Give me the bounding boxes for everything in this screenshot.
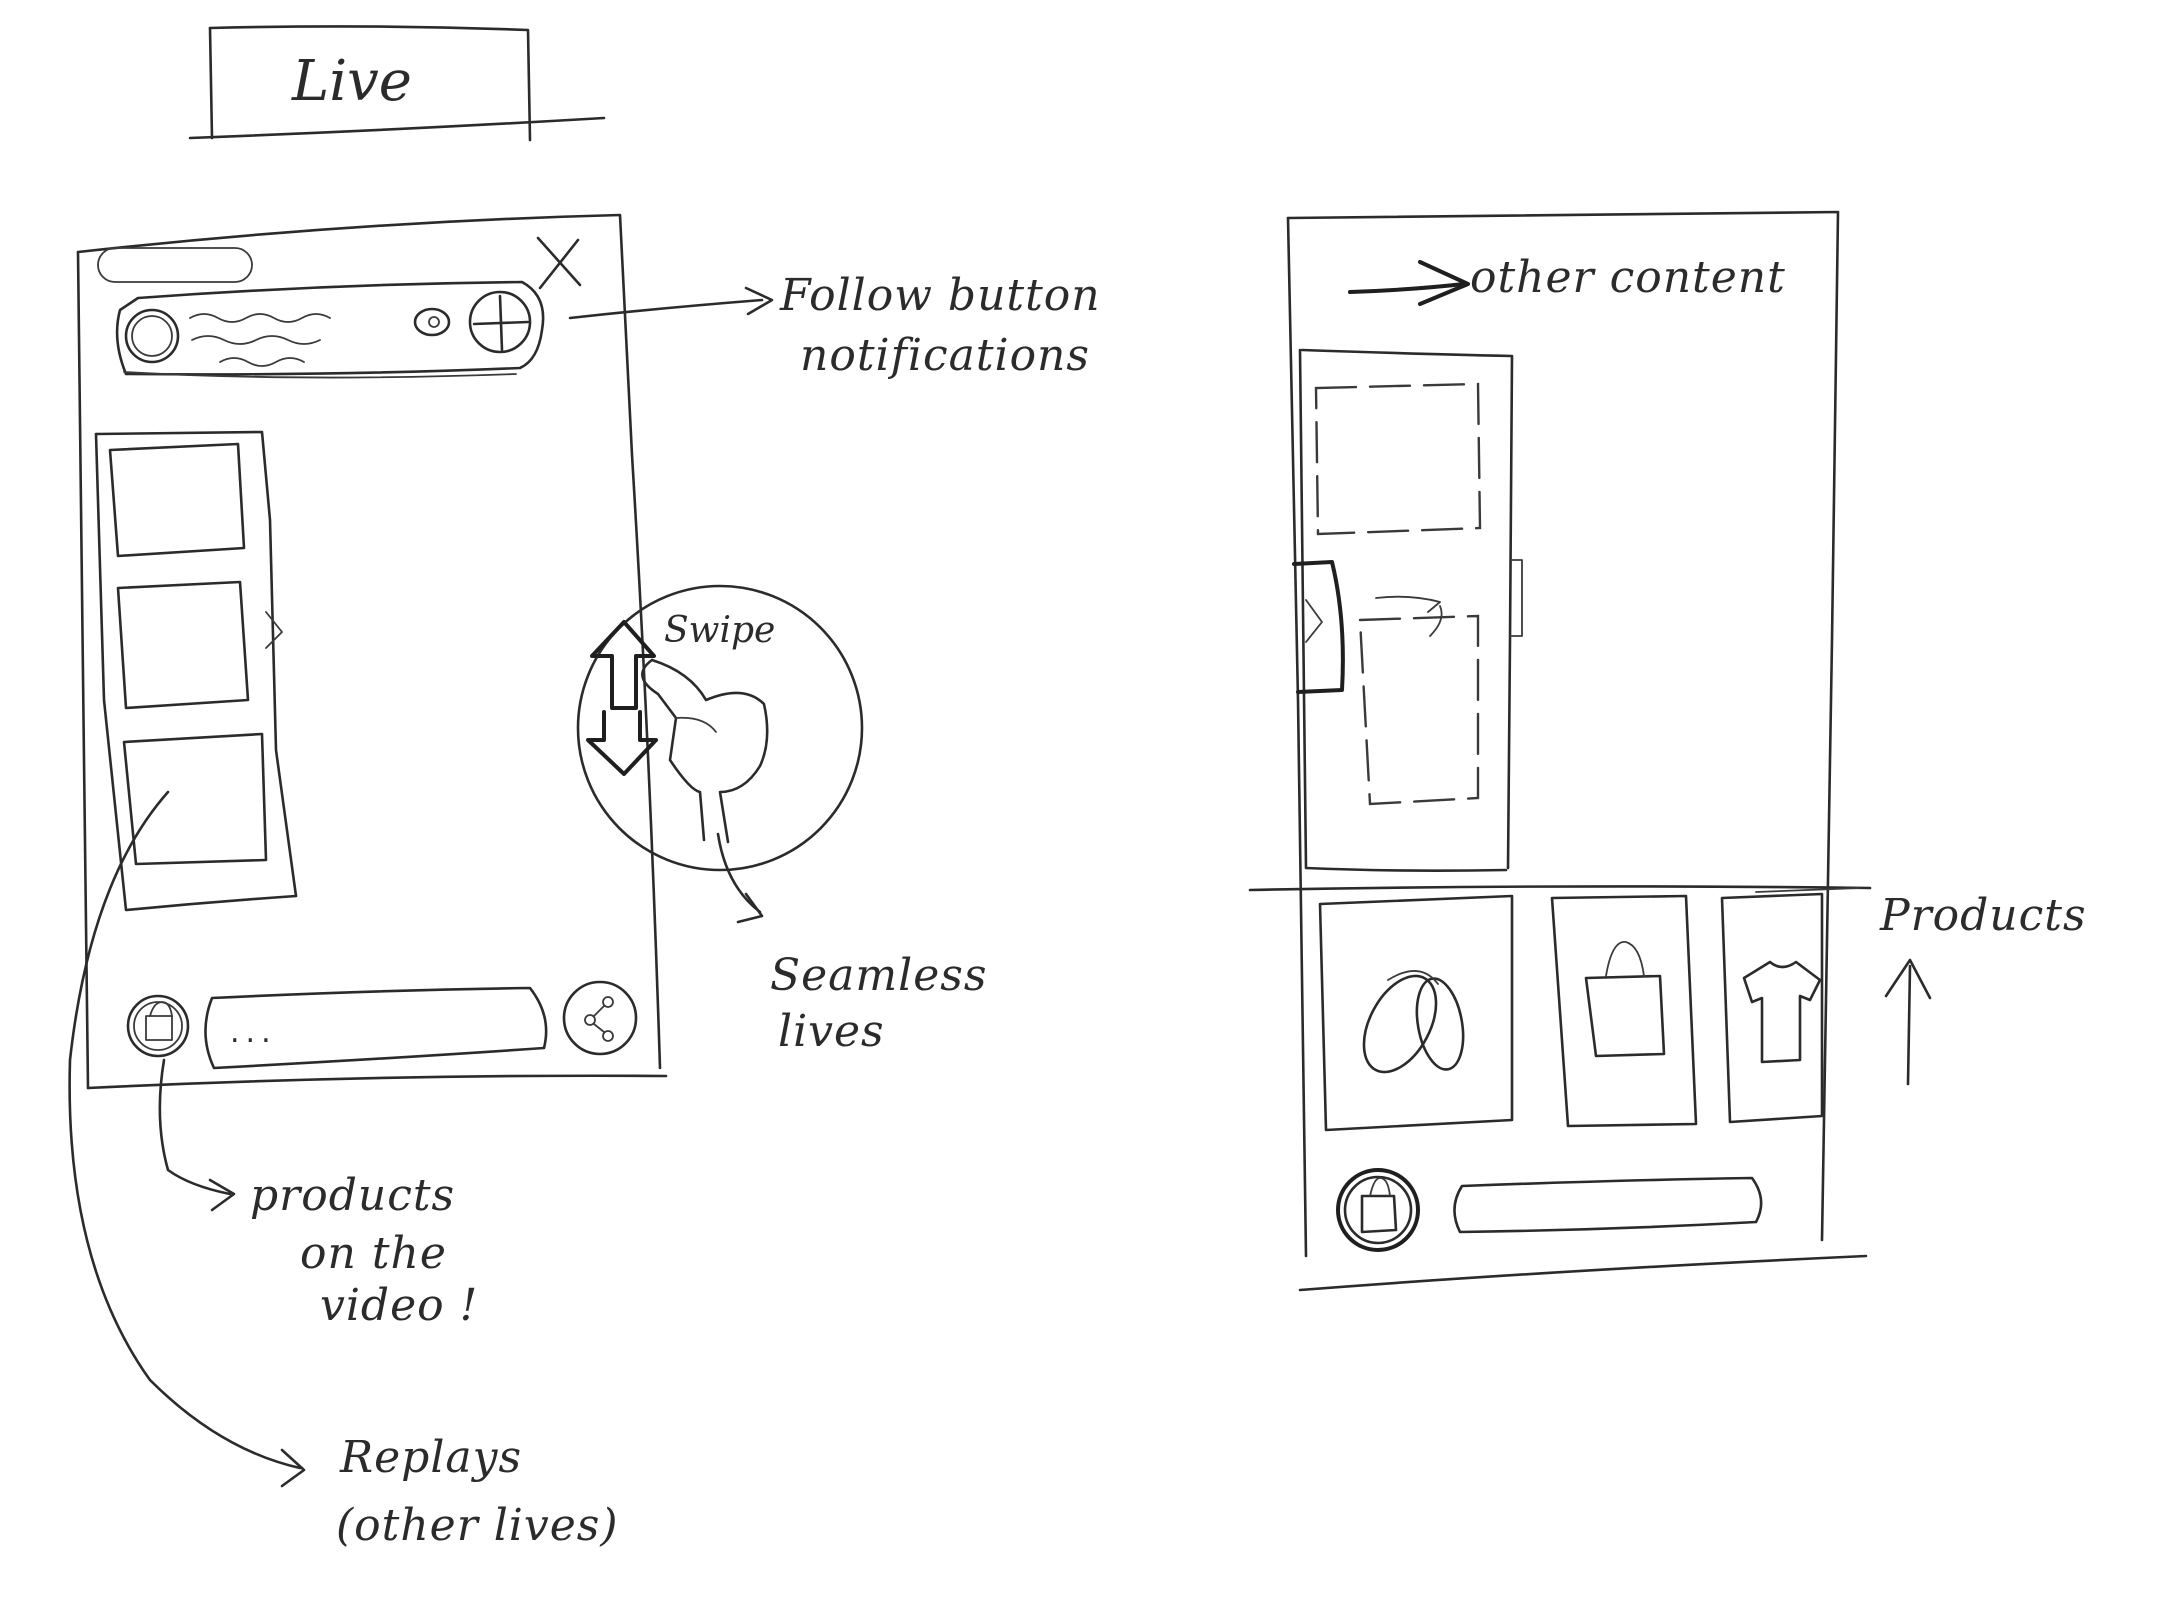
share-button[interactable] <box>562 980 638 1056</box>
streamer-name-scribble <box>189 313 331 367</box>
seamless-annotation-line1: Seamless <box>770 950 987 1001</box>
swipe-gesture: Swipe <box>576 584 864 872</box>
title-text: Live <box>291 49 412 114</box>
products-bag-button-active[interactable] <box>1336 1168 1420 1252</box>
follow-annotation-line2: notifications <box>800 330 1090 381</box>
shopping-bag-icon <box>145 1015 173 1041</box>
header-capsule <box>115 280 545 376</box>
follow-button[interactable] <box>468 290 532 354</box>
replays-annotation: Replays (other lives) <box>68 790 619 1551</box>
close-icon[interactable] <box>536 236 582 290</box>
replay-thumbnail-expanded[interactable] <box>1314 382 1482 536</box>
handbag-icon <box>1584 941 1666 1058</box>
replays-rail <box>94 430 298 898</box>
replay-thumbnail[interactable] <box>122 732 268 866</box>
tshirt-icon <box>1742 960 1822 1064</box>
right-phone: other content <box>1248 210 2087 1292</box>
left-phone: ... <box>76 213 668 1090</box>
follow-annotation: Follow button notifications <box>568 270 1101 381</box>
product-tile-handbag[interactable] <box>1550 894 1698 1128</box>
comment-placeholder: ... <box>230 1015 277 1050</box>
products-annotation-line1: products <box>250 1170 455 1221</box>
replay-thumbnail-expanded[interactable] <box>1358 614 1480 806</box>
products-annotation-line3: video ! <box>320 1280 478 1331</box>
other-content-arrow: other content <box>1348 252 1786 306</box>
expanded-replays-panel <box>1300 348 1514 870</box>
other-content-label: other content <box>1470 252 1786 303</box>
products-drawer-annotation: Products <box>1879 890 2087 1086</box>
replays-annotation-line1: Replays <box>339 1432 522 1483</box>
replay-thumbnail[interactable] <box>108 442 246 558</box>
sandals-icon <box>1362 970 1465 1074</box>
products-drawer-label: Products <box>1879 890 2087 941</box>
title-box: Live <box>188 25 606 142</box>
products-bag-button[interactable] <box>126 994 190 1058</box>
products-search-input[interactable] <box>1453 1176 1763 1234</box>
product-tile-sandals[interactable] <box>1318 894 1514 1132</box>
eye-icon <box>413 307 451 337</box>
avatar-icon[interactable] <box>124 308 180 364</box>
product-tile-tshirt[interactable] <box>1720 892 1824 1124</box>
expand-tab[interactable] <box>1509 559 1523 637</box>
replays-annotation-line2: (other lives) <box>336 1500 619 1551</box>
replay-thumbnail[interactable] <box>116 580 250 710</box>
seamless-annotation-line2: lives <box>778 1006 885 1057</box>
hand-swipe-icon <box>641 658 769 844</box>
vertical-double-arrow-icon <box>586 620 658 776</box>
shopping-bag-icon <box>1360 1194 1398 1234</box>
seamless-annotation: Seamless lives <box>716 832 987 1057</box>
follow-annotation-line1: Follow button <box>779 270 1101 321</box>
collapse-tab[interactable] <box>1292 560 1345 694</box>
swipe-label: Swipe <box>664 610 775 651</box>
products-annotation-line2: on the <box>300 1228 447 1279</box>
share-icon <box>584 996 614 1042</box>
products-annotation: products on the video ! <box>158 1058 478 1331</box>
top-pill-bar <box>97 247 253 283</box>
plus-circle-icon[interactable] <box>468 290 532 354</box>
comment-input[interactable]: ... <box>204 986 548 1070</box>
